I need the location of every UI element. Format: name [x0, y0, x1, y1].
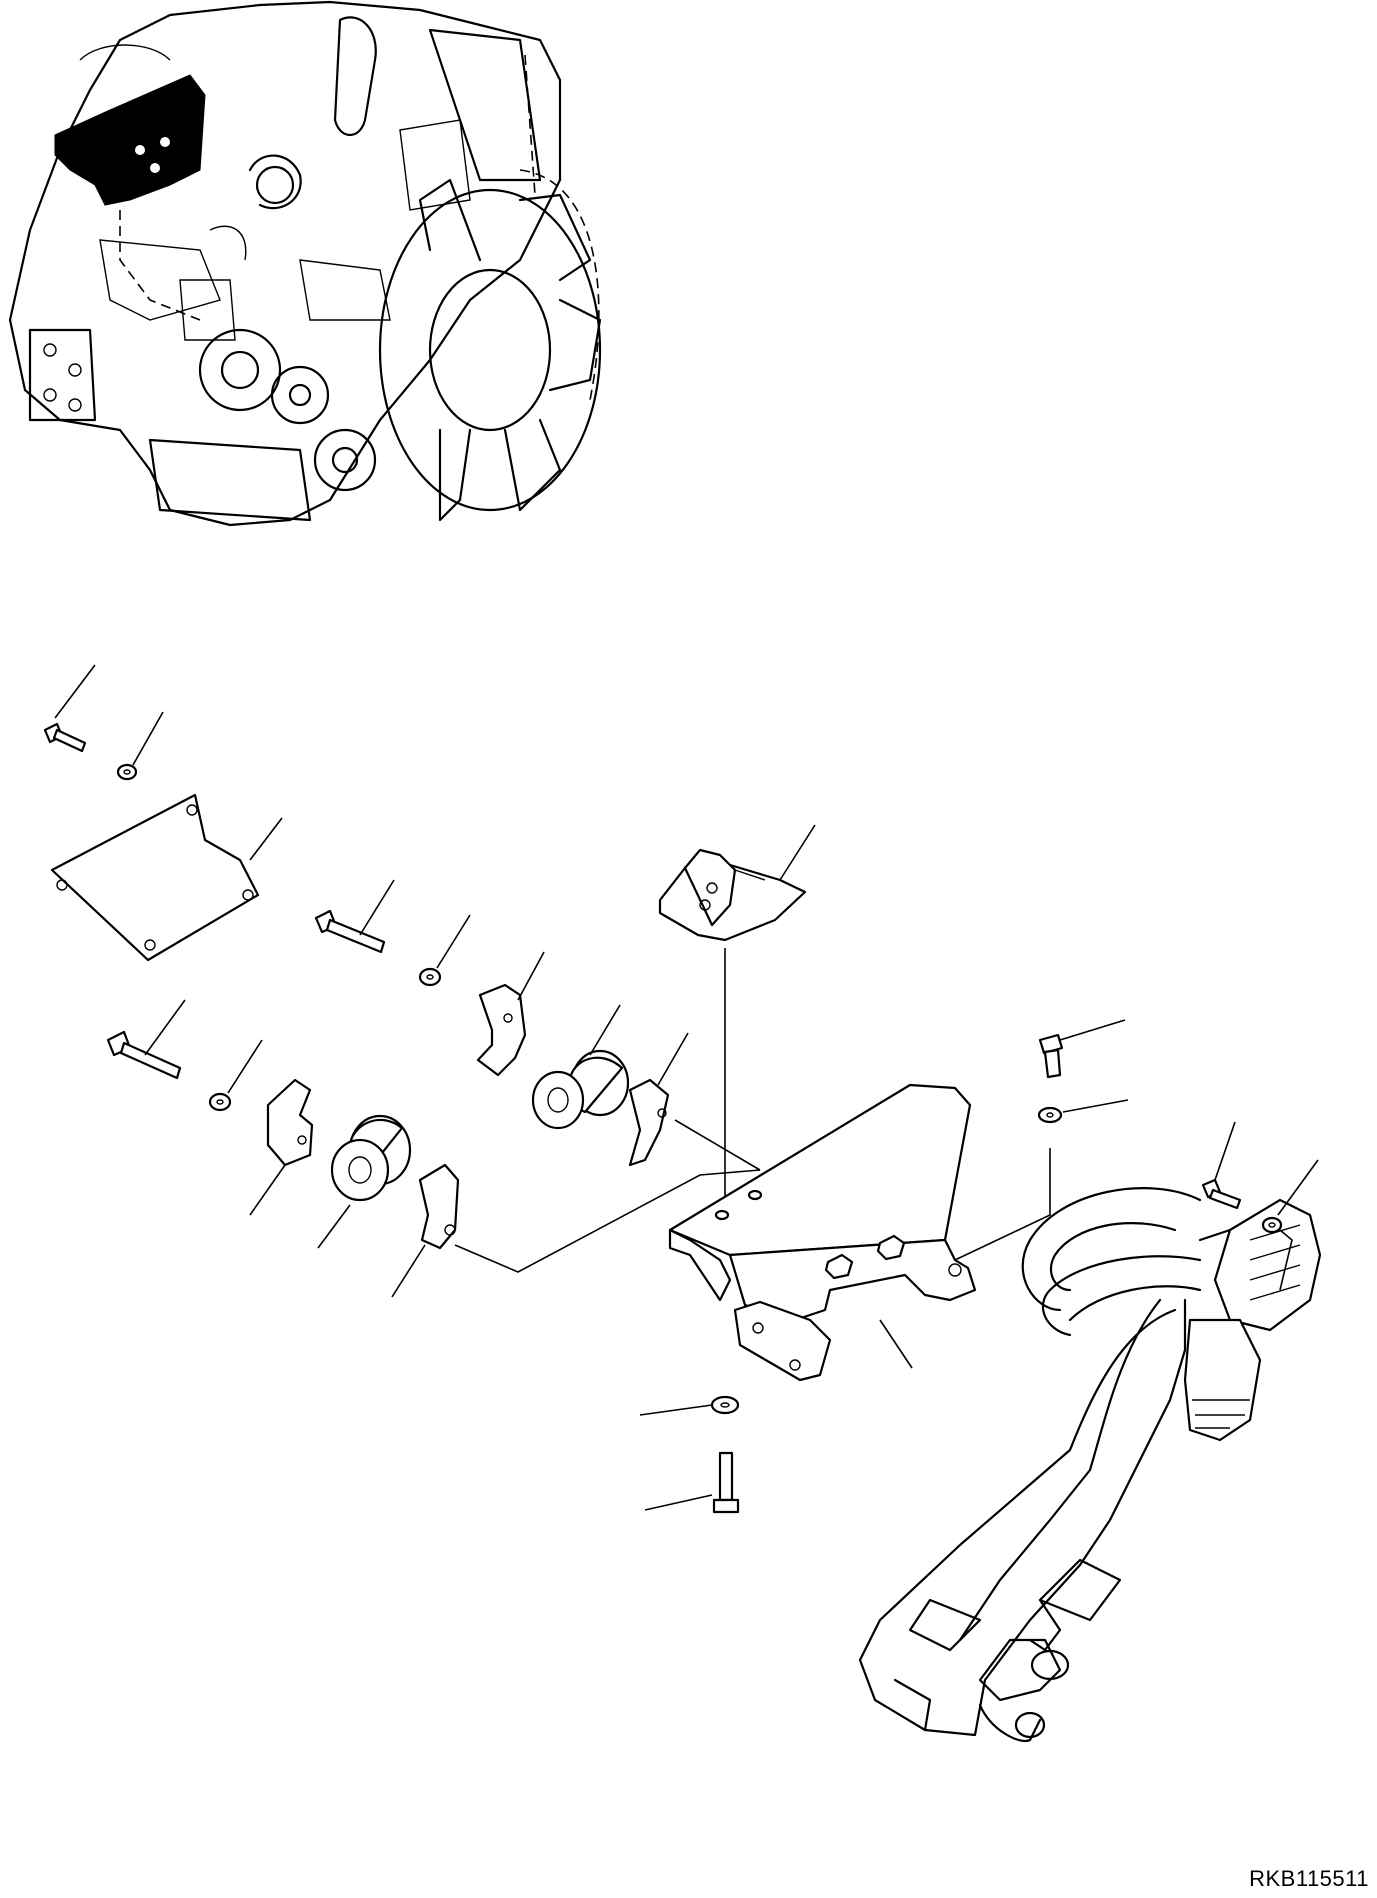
bolt-bottom	[644, 1451, 740, 1514]
plate-leader	[249, 817, 283, 861]
washer-upper-left	[116, 711, 164, 781]
pulley-illustration	[198, 328, 377, 492]
filter-leader	[1279, 1229, 1293, 1291]
bolt-upper-left	[43, 664, 96, 753]
washer-right	[1037, 1099, 1129, 1124]
main-bracket	[668, 1083, 977, 1382]
clamp-middle-right	[628, 1032, 689, 1167]
bolt-middle-upper	[314, 879, 395, 954]
drawing-reference-code: RKB115511	[1249, 1866, 1369, 1891]
clamp-middle-lower	[249, 1078, 314, 1216]
washer-bottom	[639, 1395, 740, 1416]
washer-filter	[1261, 1159, 1319, 1234]
assembly-line-lower	[454, 1169, 761, 1273]
washer-middle-upper	[418, 914, 471, 987]
hose-filter-assembly	[858, 1187, 1322, 1743]
assembly-line-upper	[674, 1119, 761, 1171]
grommet-middle-upper	[531, 1004, 630, 1130]
assembly-line-right	[954, 1148, 1051, 1261]
clamp-lower	[391, 1163, 460, 1298]
clamp-middle-upper	[476, 951, 545, 1077]
engine-overview-illustration	[8, 0, 602, 527]
washer-middle-lower	[208, 1039, 263, 1112]
bolt-filter	[1201, 1121, 1242, 1210]
bolt-right	[1038, 1019, 1126, 1079]
top-bracket	[658, 824, 816, 942]
mounting-plate	[50, 793, 260, 962]
bolt-middle-lower	[106, 999, 186, 1080]
grommet-middle-lower	[317, 1114, 412, 1249]
fan-illustration	[378, 169, 602, 522]
